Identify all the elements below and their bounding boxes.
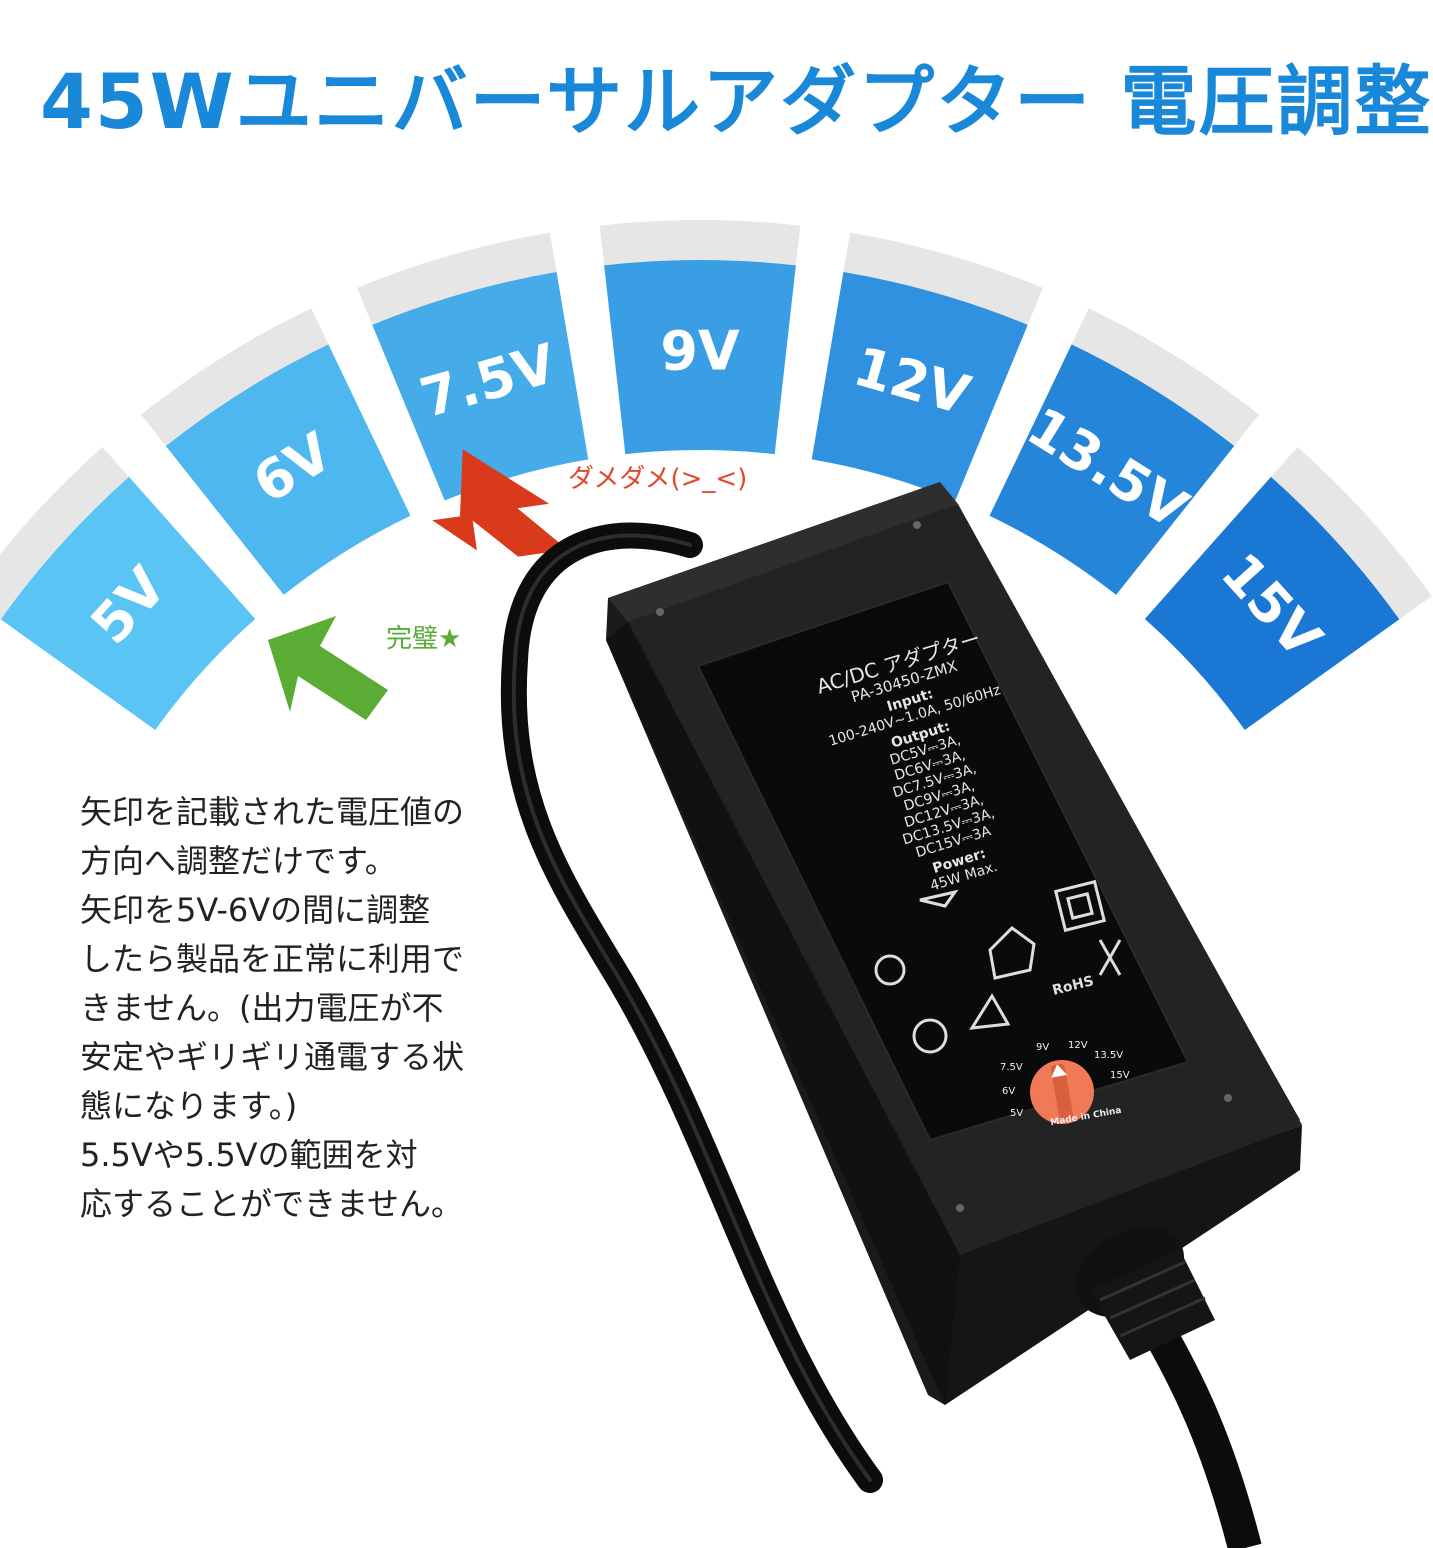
dial-label-12v: 12V [1068,1040,1088,1051]
explanation-line: 方向へ調整だけです。 [80,842,397,880]
voltage-segment-shadow [599,219,801,266]
voltage-segment-shadow [357,232,557,325]
voltage-segment [0,476,256,730]
explanation-line: したら製品を正常に利用で [80,940,465,978]
explanation-line: 応することができません。 [80,1185,464,1223]
double-insulation-icon [1053,879,1107,933]
screw-icon [1224,1094,1232,1102]
weee-bin-icon [1098,939,1122,976]
label-plate [696,580,1190,1142]
explanation-line: 安定やギリギリ通電する状 [80,1038,465,1076]
explanation-line: 矢印を5V-6Vの間に調整 [80,891,431,929]
dial-label-15v: 15V [1110,1070,1130,1081]
voltage-segment-shadow [843,232,1043,325]
voltage-segment-shadow [0,446,130,620]
bad-direction-arrow-icon [432,449,568,557]
dial-label-6v: 6V [1002,1086,1016,1097]
dial-label-5v: 5V [1010,1108,1024,1119]
voltage-segment-shadow [1071,308,1260,447]
indoor-use-icon [988,926,1036,980]
dial-label-13-5v: 13.5V [1094,1050,1124,1061]
voltage-segment [165,344,411,595]
voltage-segment [372,272,589,501]
explanation-line: 態になります。) [80,1087,298,1125]
good-direction-arrow-icon [268,616,388,720]
tuv-icon [874,954,906,986]
bad-setting-label: ダメダメ(>_<) [568,464,748,494]
screw-icon [956,1204,964,1212]
voltage-segment-label: 9V [660,320,740,383]
voltage-segment [811,272,1028,501]
voltage-segment-shadow [1270,446,1432,620]
adapter-body-top [608,482,958,622]
screw-icon [656,608,664,616]
strain-relief [1075,1226,1215,1360]
explanation-text: 矢印を記載された電圧値の 方向へ調整だけです。 矢印を5V-6Vの間に調整 した… [80,788,510,1229]
voltage-segment [989,344,1235,595]
voltage-segment-shadow [140,308,329,447]
screw-icon [913,521,921,529]
certification-icons [874,879,1122,1054]
explanation-line: きません。(出力電圧が不 [80,989,444,1027]
explanation-line: 矢印を記載された電圧値の [80,793,465,831]
voltage-segment [604,260,796,455]
warning-icon [969,993,1011,1030]
voltage-segment [1144,476,1400,730]
dial-arrow-icon [1051,1064,1068,1078]
dial-label-9v: 9V [1036,1042,1050,1053]
recycle-icon [912,1018,948,1054]
headline: 45Wユニバーサルアダプター 電圧調整 [40,57,1433,146]
explanation-line: 5.5Vや5.5Vの範囲を対 [80,1136,418,1174]
dial-label-7-5v: 7.5V [1000,1062,1023,1073]
polarity-icon [919,889,959,908]
good-setting-label: 完璧★ [386,624,462,654]
